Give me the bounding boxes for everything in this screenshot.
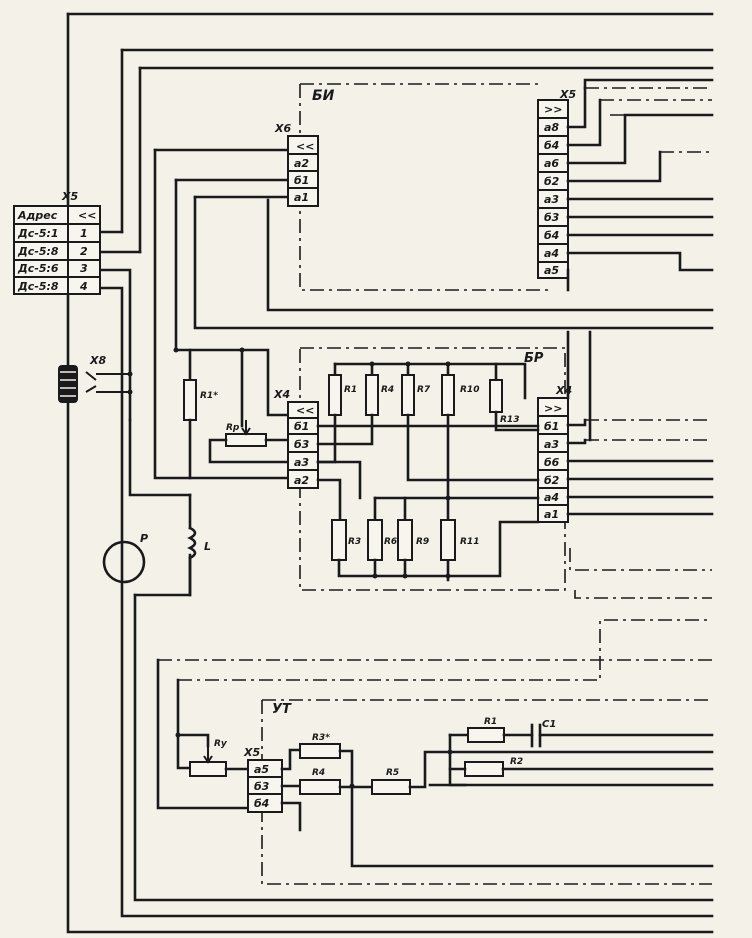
block-bi-label: БИ (312, 88, 335, 104)
connector-x4-right-pin: а1 (544, 508, 559, 521)
connector-x8-label: X8 (89, 354, 106, 367)
connector-x4-right-pin: б2 (544, 474, 560, 487)
connector-x5-left-num: 4 (79, 280, 88, 293)
connector-x5-left-addr: Дс-5:1 (17, 227, 59, 240)
connector-x5-left-header: << (78, 209, 96, 222)
outer-bus-wires (66, 12, 714, 934)
x4-right-output-wires (566, 330, 714, 516)
connector-x5-left-num: 3 (80, 262, 88, 275)
connector-x4-right-pin: б6 (544, 456, 560, 469)
lower-resistor-row: R3 R6 R9 R11 (316, 460, 540, 578)
connector-x6-label: X6 (274, 122, 291, 135)
connector-x5-top-pin: а5 (544, 264, 559, 277)
coil-label: L (204, 540, 211, 553)
resistor-r1-label: R1 (344, 385, 357, 395)
block-br-label: БР (524, 351, 544, 366)
connector-x5-ut: X5 а5 б3 б4 (243, 746, 283, 813)
connector-x4-left-pin: а3 (294, 456, 309, 469)
connector-x8: X8 (58, 354, 130, 403)
block-br: БР (299, 347, 566, 591)
capacitor-c1-label: C1 (542, 719, 556, 730)
connector-x5-top-pin: б2 (544, 175, 560, 188)
connector-x5-top-pin: а4 (544, 247, 559, 260)
potentiometer-ry-label: Rу (214, 739, 228, 749)
resistor-r10-label: R10 (460, 385, 479, 395)
connector-x4-left: X4 << б1 б3 а3 а2 (273, 388, 319, 489)
connector-x4-right-label: X4 (555, 384, 572, 397)
resistor-r9-label: R9 (416, 537, 429, 547)
resistor-r1-star: R1* (183, 348, 218, 480)
resistor-r11-label: R11 (460, 537, 479, 547)
connector-x5-top-pin: а6 (544, 157, 559, 170)
coil-icon (187, 526, 197, 560)
connector-x5-left-num: 1 (80, 227, 88, 240)
block-ut-label: УТ (272, 702, 292, 717)
connector-x5-left: X5 Адрес << Дс-5:1 1 Дс-5:8 2 Дс-5:6 3 Д… (13, 190, 101, 295)
resistor-r3-star-label: R3* (312, 733, 330, 743)
connector-x5-top-pin: а3 (544, 193, 559, 206)
resistor-r7-label: R7 (417, 385, 431, 395)
connector-x6-header: << (296, 140, 314, 153)
connector-x4-left-label: X4 (273, 388, 290, 401)
connector-x5-top-pin: б4 (544, 229, 559, 242)
potentiometer-rp: Rр (208, 348, 290, 464)
connector-x4-right-header: >> (544, 402, 562, 415)
x5-top-output-wires (566, 78, 714, 292)
connector-x5-top-header: >> (544, 103, 562, 116)
connector-x5-left-header: Адрес (17, 209, 58, 222)
connector-x5-top-pin: б4 (544, 139, 559, 152)
connector-x5-top: X5 >> а8 б4 а6 б2 а3 б3 б4 а4 а5 (537, 88, 576, 279)
resistor-r6-label: R6 (384, 537, 397, 547)
connector-x6: X6 << а2 б1 а1 (274, 122, 319, 207)
fuse-icon (58, 365, 78, 403)
potentiometer-rp-label: Rр (226, 423, 240, 433)
connector-x6-pin: б1 (294, 174, 309, 187)
connector-x4-right-pin: б1 (544, 420, 559, 433)
connector-x5-left-addr: Дс-5:6 (17, 262, 59, 275)
ut-resistors: R3* R4 R5 R1 C1 R2 (280, 717, 714, 868)
connector-x4-right-pin: а3 (544, 438, 559, 451)
connector-x6-pin: а2 (294, 157, 309, 170)
connector-x5-left-addr: Дс-5:8 (17, 245, 59, 258)
connector-x4-left-pin: б3 (294, 438, 310, 451)
potentiometer-ry: Rу (156, 658, 250, 810)
connector-x5-left-label: X5 (61, 190, 78, 203)
connector-x5-ut-pin: б4 (254, 797, 269, 810)
connector-x5-top-label: X5 (559, 88, 576, 101)
connector-x5-top-pin: а8 (544, 121, 559, 134)
motor-and-coil: P L (102, 493, 211, 597)
connector-x4-left-header: << (296, 404, 314, 417)
block-bi: БИ (299, 83, 548, 291)
resistor-r4-ut-label: R4 (312, 768, 325, 778)
resistor-r1-ut-label: R1 (484, 717, 497, 727)
resistor-r3-label: R3 (348, 537, 361, 547)
upper-resistor-row: R1 R4 R7 R10 R13 (316, 362, 540, 582)
connector-x5-ut-pin: б3 (254, 780, 270, 793)
connector-x5-ut-pin: а5 (254, 763, 269, 776)
connector-x5-top-pin: б3 (544, 211, 560, 224)
connector-x5-ut-label: X5 (243, 746, 260, 759)
connector-x6-pin: а1 (294, 191, 309, 204)
resistor-r13-label: R13 (500, 415, 519, 425)
switch-icon (85, 371, 97, 393)
connector-x4-left-pin: б1 (294, 420, 309, 433)
resistor-r5-label: R5 (386, 768, 399, 778)
motor-icon (102, 540, 146, 584)
motor-label: P (140, 532, 148, 545)
resistor-r1-star-label: R1* (200, 391, 218, 401)
connector-x5-left-num: 2 (80, 245, 88, 258)
connector-x5-left-addr: Дс-5:8 (17, 280, 59, 293)
connector-x4-right: X4 >> б1 а3 б6 б2 а4 а1 (537, 384, 572, 523)
resistor-r4-label: R4 (381, 385, 394, 395)
resistor-r2-label: R2 (510, 757, 523, 767)
connector-x4-left-pin: а2 (294, 474, 309, 487)
junction-dots (127, 347, 453, 789)
connector-x4-right-pin: а4 (544, 491, 559, 504)
